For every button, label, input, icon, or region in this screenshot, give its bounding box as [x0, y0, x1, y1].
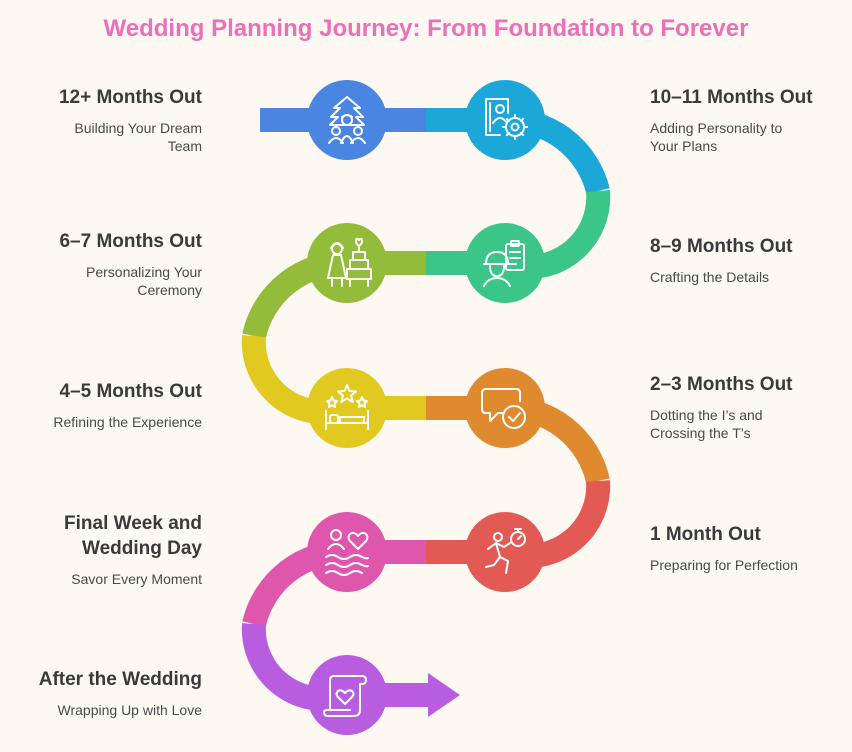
- step-4-label: 6–7 Months Out Personalizing Your Ceremo…: [12, 229, 202, 299]
- step-9-label: After the Wedding Wrapping Up with Love: [12, 667, 202, 719]
- bride-cake-icon: [320, 236, 374, 290]
- step-4-title: 6–7 Months Out: [59, 231, 202, 252]
- arrow-head: [428, 673, 460, 717]
- step-7-label: 1 Month Out Preparing for Perfection: [650, 522, 840, 574]
- step-8-description: Savor Every Moment: [71, 571, 202, 587]
- step-5-label: 4–5 Months Out Refining the Experience: [12, 379, 202, 431]
- step-6-title: 2–3 Months Out: [650, 374, 793, 395]
- step-2-description: Adding Personality to Your Plans: [650, 120, 783, 154]
- step-4-description: Personalizing Your Ceremony: [86, 264, 202, 298]
- stars-bed-icon: [320, 381, 374, 435]
- step-8-title: Final Week and Wedding Day: [64, 513, 202, 559]
- profile-gear-icon: [478, 93, 532, 147]
- step-3-title: 8–9 Months Out: [650, 236, 793, 257]
- step-6-description: Dotting the I’s and Crossing the T’s: [650, 407, 763, 441]
- chat-check-icon: [478, 381, 532, 435]
- team-pyramid-icon: [320, 93, 374, 147]
- step-6-label: 2–3 Months Out Dotting the I’s and Cross…: [650, 372, 840, 442]
- runner-stopwatch-icon: [478, 525, 532, 579]
- step-circle-7: [465, 512, 545, 592]
- step-5-description: Refining the Experience: [53, 414, 202, 430]
- step-circle-1: [307, 80, 387, 160]
- step-5-title: 4–5 Months Out: [59, 381, 202, 402]
- step-2-title: 10–11 Months Out: [650, 87, 813, 108]
- step-9-title: After the Wedding: [38, 669, 202, 690]
- step-8-label: Final Week and Wedding Day Savor Every M…: [12, 511, 202, 588]
- step-3-label: 8–9 Months Out Crafting the Details: [650, 234, 840, 286]
- scroll-heart-icon: [320, 668, 374, 722]
- step-circle-6: [465, 368, 545, 448]
- step-3-description: Crafting the Details: [650, 269, 770, 285]
- step-1-description: Building Your Dream Team: [74, 120, 202, 154]
- step-7-description: Preparing for Perfection: [650, 557, 798, 573]
- worker-checklist-icon: [478, 236, 532, 290]
- step-1-label: 12+ Months Out Building Your Dream Team: [12, 85, 202, 155]
- step-9-description: Wrapping Up with Love: [57, 702, 202, 718]
- page-title: Wedding Planning Journey: From Foundatio…: [103, 15, 749, 42]
- step-1-title: 12+ Months Out: [58, 87, 202, 108]
- person-heart-wave-icon: [320, 525, 374, 579]
- step-7-title: 1 Month Out: [650, 524, 761, 545]
- step-2-label: 10–11 Months Out Adding Personality to Y…: [650, 85, 840, 155]
